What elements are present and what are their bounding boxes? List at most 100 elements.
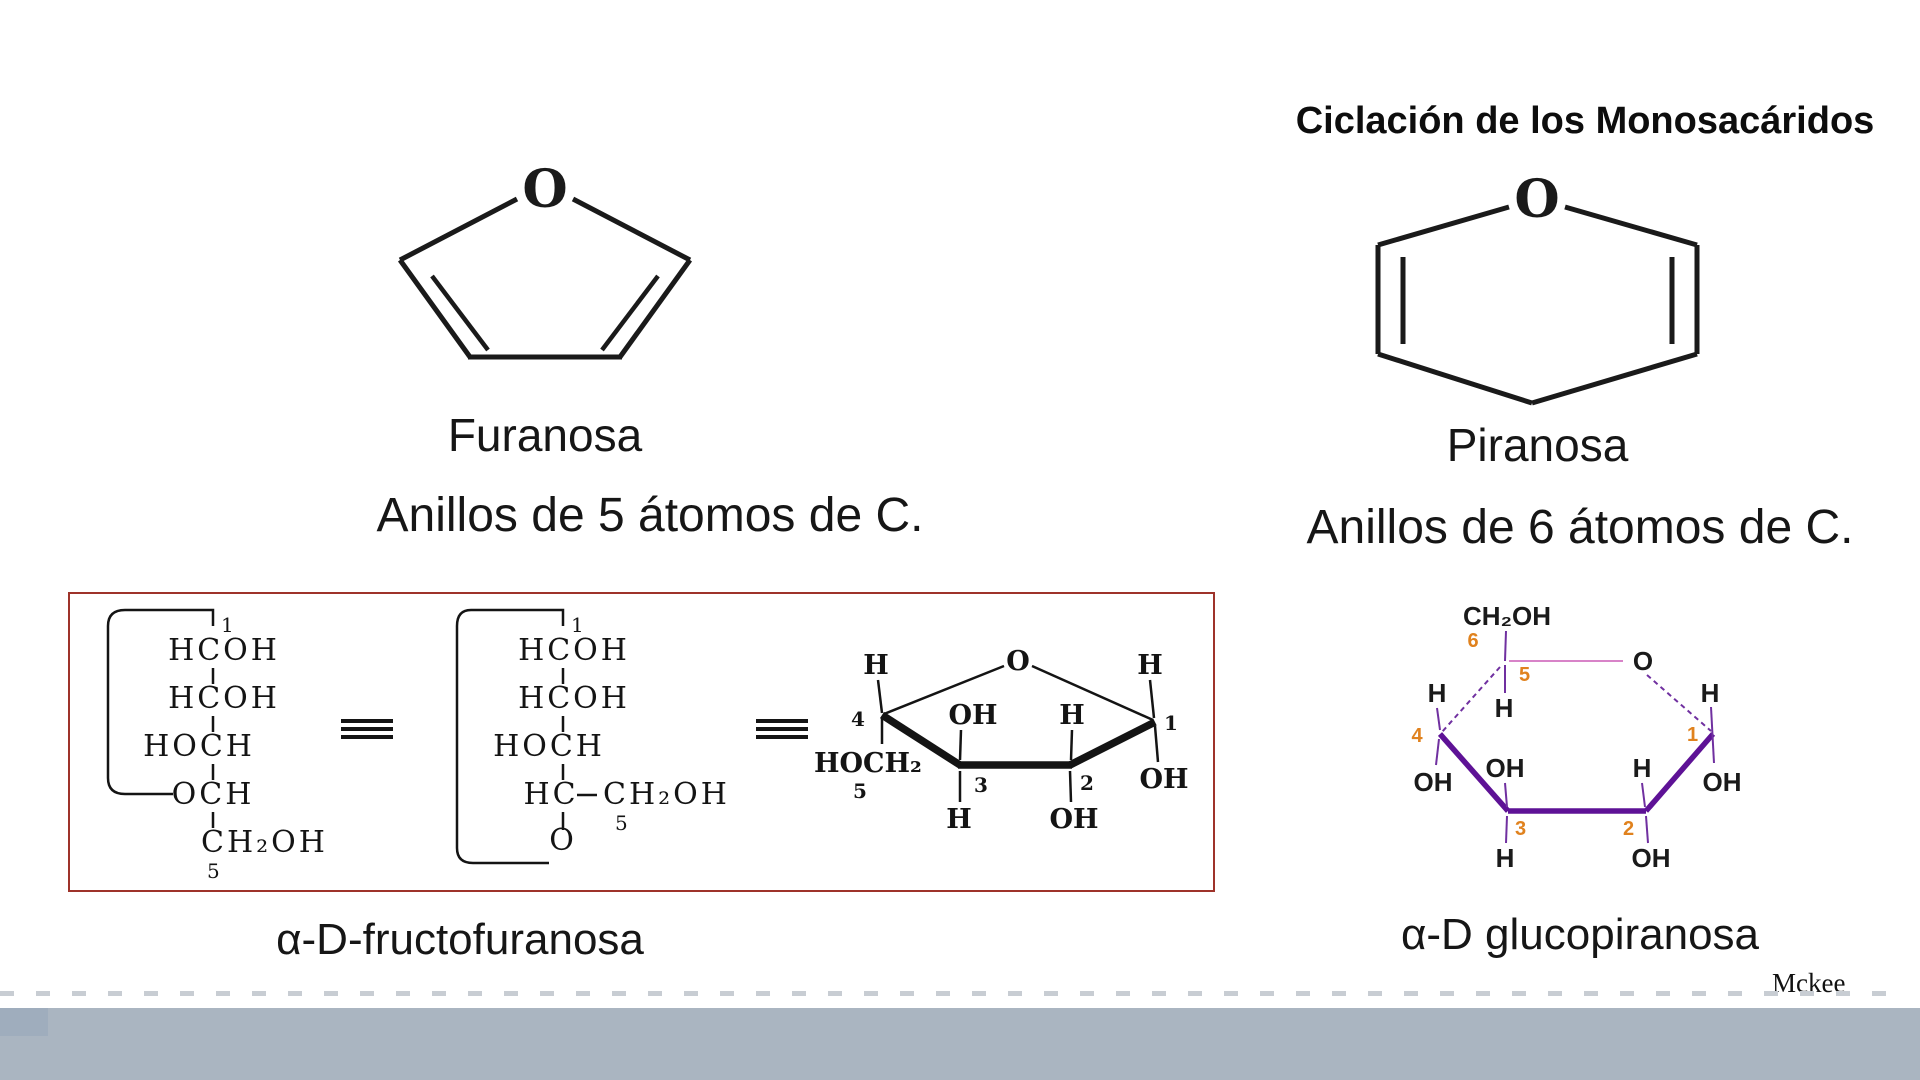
dotted-separator <box>0 991 1905 996</box>
ring-bond <box>398 196 519 263</box>
c5-h-label: H <box>1495 693 1514 723</box>
bond-line <box>876 679 884 714</box>
fischer-row: HCOH <box>168 633 280 668</box>
carbon-number: 5 <box>207 859 220 883</box>
ring-bond-bold <box>1437 732 1511 813</box>
furanose-ring-diagram: O <box>397 159 693 360</box>
c3-bottom-label: H <box>1496 843 1515 873</box>
c3-bottom-label: H <box>946 804 972 835</box>
bond-line <box>1504 630 1507 662</box>
bond-line <box>1641 782 1646 808</box>
equivalence-bar <box>756 735 808 739</box>
fischer-cyclic-diagram: 1 HCOH HCOH HOCH HC CH₂OH 5 O <box>455 608 730 865</box>
c3-top-label: OH <box>1486 753 1525 783</box>
c4-top-label: H <box>863 650 889 681</box>
carbon-number: 3 <box>1515 818 1526 840</box>
ring-bond <box>1564 204 1698 248</box>
ring-bond <box>617 258 693 359</box>
carbon-number: 2 <box>1623 818 1634 840</box>
ring-closure-bracket <box>455 608 565 865</box>
equivalence-bar <box>341 735 393 739</box>
equivalence-bar <box>341 727 393 731</box>
equivalence-icon <box>341 719 393 743</box>
slide-title: Ciclación de los Monosacáridos <box>1295 100 1875 142</box>
c1-bottom-label: OH <box>1703 767 1742 797</box>
carbon-number: 4 <box>1411 725 1423 747</box>
carbon-number: 4 <box>851 707 865 731</box>
ring-bond <box>571 196 692 263</box>
ring-bond <box>883 664 1005 716</box>
ring-bond <box>1377 204 1510 248</box>
c2-bottom-label: OH <box>1632 843 1671 873</box>
footer-accent-block <box>0 1008 48 1036</box>
ring-bond-bold <box>1643 732 1716 813</box>
bond-line <box>1436 707 1441 731</box>
glucopyranose-caption: α-D glucopiranosa <box>1400 910 1760 959</box>
fischer-row: OCH <box>172 777 255 812</box>
equivalence-bar <box>756 719 808 723</box>
fischer-row: HCOH <box>518 681 630 716</box>
fischer-row-left: HC <box>523 777 578 812</box>
carbon-number: 1 <box>221 613 234 637</box>
bond-line <box>1505 815 1508 844</box>
equivalence-bar <box>756 727 808 731</box>
pyranose-name: Piranosa <box>1446 419 1629 471</box>
ring-closure-bracket <box>106 608 215 796</box>
bond-line <box>1153 725 1160 763</box>
c1-top-label: H <box>1137 650 1163 681</box>
carbon-number: 5 <box>615 811 628 835</box>
bond-line <box>1148 679 1156 719</box>
carbon-number: 5 <box>853 779 867 803</box>
wedge-bond <box>879 711 963 769</box>
fischer-open-diagram: 1 HCOH HCOH HOCH OCH CH₂OH 5 <box>106 608 328 883</box>
wedge-bond <box>1068 718 1157 769</box>
bond-line <box>1435 738 1440 766</box>
ring-oxygen-label: O <box>1006 646 1030 677</box>
haworth-glucopyranose-diagram: CH₂OH 6 5 H O H 4 OH OH 3 H H 2 OH 1 H O… <box>1411 601 1742 873</box>
fischer-row-right: CH₂OH <box>603 777 730 812</box>
bond-line <box>1504 782 1508 808</box>
c4-top-label: H <box>1428 678 1447 708</box>
fischer-row: HOCH <box>143 729 255 764</box>
c2-top-label: H <box>1059 700 1085 731</box>
haworth-fructofuranose-diagram: O H 4 HOCH₂ 5 OH 3 H H 2 OH H 1 OH <box>814 646 1189 835</box>
c6-group-label: CH₂OH <box>1463 601 1551 631</box>
furanose-name: Furanosa <box>447 409 643 461</box>
c2-bottom-label: OH <box>1049 804 1098 835</box>
c2-top-label: H <box>1633 753 1652 783</box>
ring-bond <box>1031 664 1154 722</box>
c3-top-label: OH <box>948 700 997 731</box>
bond-line <box>1645 815 1649 844</box>
fischer-row: HCOH <box>168 681 280 716</box>
carbon-number: 1 <box>1687 724 1698 746</box>
double-bond <box>600 274 660 352</box>
carbon-number: 1 <box>1164 711 1178 735</box>
bond-line <box>1068 770 1073 803</box>
carbon-number: 3 <box>974 773 988 797</box>
c1-bottom-label: OH <box>1139 764 1188 795</box>
carbon-number: 5 <box>1519 664 1530 686</box>
bond-line <box>1069 729 1074 761</box>
bond-line <box>958 729 963 761</box>
ring-bond <box>1531 351 1698 406</box>
bond-line <box>1710 706 1715 764</box>
furanose-description: Anillos de 5 átomos de C. <box>376 489 924 542</box>
c4-bottom-label: OH <box>1414 767 1453 797</box>
pyranose-description: Anillos de 6 átomos de C. <box>1306 501 1854 554</box>
pyranose-ring-diagram: O <box>1375 169 1700 406</box>
equivalence-icon <box>756 719 808 743</box>
ring-oxygen-label: O <box>1633 646 1653 676</box>
carbon-number: 1 <box>571 613 584 637</box>
carbon-number: 2 <box>1080 771 1094 795</box>
fischer-row: HOCH <box>493 729 605 764</box>
pyranose-oxygen-label: O <box>1514 169 1559 230</box>
fructofuranose-caption: α-D-fructofuranosa <box>276 915 644 964</box>
ring-bond-dashed <box>1441 666 1501 733</box>
furanose-oxygen-label: O <box>522 159 567 220</box>
footer-bar <box>0 1008 1920 1080</box>
double-bond <box>430 274 490 352</box>
c1-top-label: H <box>1701 678 1720 708</box>
fructofuranose-frame <box>68 592 1215 892</box>
fischer-row: CH₂OH <box>201 825 328 860</box>
